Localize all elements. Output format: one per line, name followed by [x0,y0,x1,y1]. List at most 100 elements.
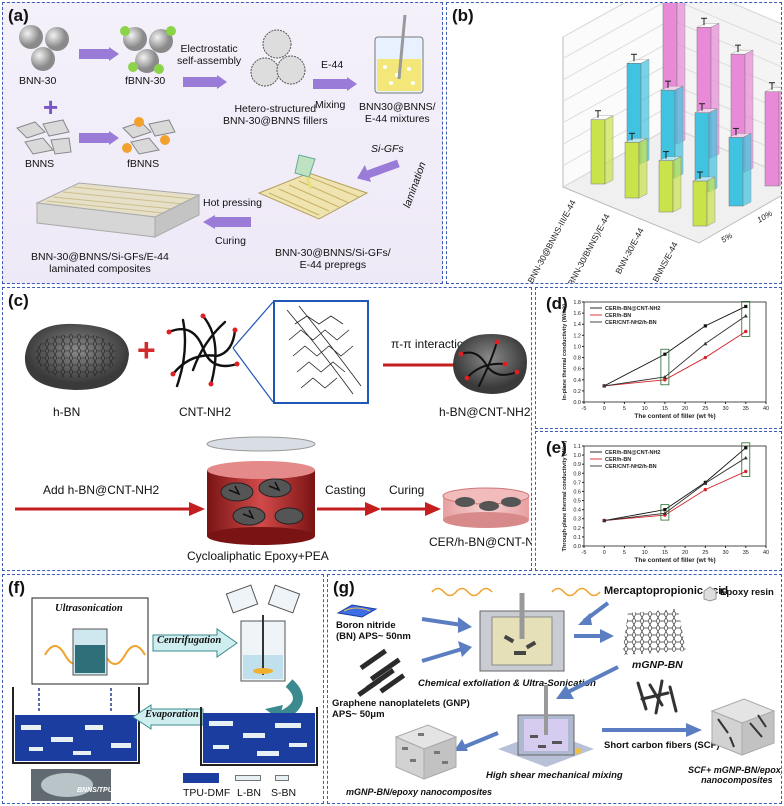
prepregs-icon [257,154,369,220]
gnp-stack-icon [357,648,406,697]
chart-b-bar [590,119,606,185]
bn-powder-icon [336,604,378,618]
arrow-6-icon [203,215,251,229]
chart-e-ytick-label: 0.9 [573,462,581,468]
chart-d-point [744,329,748,334]
centrifuge-arrow-icon [152,628,238,658]
chart-e-xlabel: The content of filler (wt %) [634,557,715,564]
chart-e-point [743,455,748,460]
chart-e-ytick-label: 1.1 [573,444,581,450]
bn-label: Boron nitride (BN) APS~ 50nm [336,620,411,642]
chart-e-point [663,508,667,512]
mgnp-label: mGNP-BN [632,659,683,671]
sigfs-label: Si-GFs [371,143,404,155]
chart-e-ytick-label: 1.0 [573,453,581,459]
chart-e-legend-label: CER/h-BN@CNT-NH2 [605,450,660,456]
chart-d-xtick-label: 35 [743,406,749,412]
scf-label: Short carbon fibers (SCF) [604,740,720,751]
chart-e-ytick-label: 0.7 [573,480,581,486]
centrifugation-label: Centrifugation [157,635,222,646]
final-label: CER/h-BN@CNT-NH2 [429,535,531,549]
nano2-block-icon [710,698,776,756]
chart-b-bar-top [624,138,648,143]
cnt-tangle-icon [166,313,240,388]
chart-e-xtick-label: 15 [662,550,668,556]
legend-sbn-label: S-BN [271,787,297,799]
evaporation-right-tray [200,707,318,766]
chart-d-point [662,375,667,379]
chart-e-xtick-label: 25 [702,550,708,556]
chart-b-category-label: (BNN-30/BNNS)/E-44 [564,212,612,284]
chart-b-depth-tick: 5% [720,231,735,245]
fbnns-sheets [122,117,176,155]
chart-b-bar-top [764,87,781,92]
curing-a-label: Curing [215,235,246,247]
chart-d-legend-label: CER/h-BN@CNT-NH2 [605,306,660,312]
chart-b-bar-side [778,90,781,187]
chart-e-ytick-label: 0.5 [573,499,581,505]
chart-b-3d-bar: 0.00.10.20.30.40.50.60.7TC(W/mK)BNN-30@B… [525,3,781,284]
chart-d-xtick-label: 40 [763,406,769,412]
chart-d-ytick-label: 0.8 [573,356,581,362]
chart-e-xtick-label: 0 [603,550,606,556]
chart-d-xtick-label: 10 [642,406,648,412]
arrow-2-icon [79,131,119,145]
chart-d-point [743,313,748,318]
casting-label: Casting [325,483,366,497]
nano1-label: mGNP-BN/epoxy nanocomposites [346,787,493,797]
nano1-block-icon [394,724,458,780]
legend-lbn-swatch [235,775,261,781]
chart-e-xtick-label: 40 [763,550,769,556]
bnns-label: BNNS [25,158,55,170]
ultrasonication-box [31,597,149,685]
panel-b-label: (b) [452,6,474,25]
chart-e-ylabel: Through-plane thermal conductivity (W/m) [562,441,568,552]
exfoliation-vessel-icon [479,593,565,672]
chart-e-legend-label: CER/h-BN [605,457,631,463]
chart-b-gridline [680,3,781,46]
laminated-label: BNN-30@BNNS/Si-GFs/E-44 laminated compos… [31,251,169,276]
chart-e-series-line [604,457,747,521]
chart-d-ytick-label: 1.0 [573,344,581,350]
mgnp-to-shear-arrow-icon [556,665,619,699]
shear-to-nano1-arrow-icon [454,731,499,751]
bnn30-label: BNN-30 [19,75,57,87]
chart-d-ytick-label: 0.0 [573,400,581,406]
chart-b-gridline [562,126,672,188]
hot-pressing-label: Hot pressing [203,197,262,209]
epoxy-beaker-icon [206,436,316,545]
final-dish-icon [442,487,530,528]
chart-d-xtick-label: 30 [722,406,728,412]
chart-d-xtick-label: 20 [682,406,688,412]
chart-d-xtick-label: -5 [582,406,587,412]
epoxy-resin-label: Epoxy resin [720,587,774,598]
legend-lbn-label: L-BN [237,787,261,799]
add-arrow-icon [15,502,205,516]
casting-arrow-icon [317,502,381,516]
chart-d-xtick-label: 5 [623,406,626,412]
chart-b-gridline [670,19,781,68]
chart-e-ytick-label: 0.2 [573,526,581,532]
chart-b-bar-top [626,59,650,64]
chart-e-ytick-label: 0.4 [573,508,581,514]
chart-b-gridline [562,62,672,124]
evaporation-left-tray [12,687,140,764]
chart-d-series-line [604,315,747,387]
chart-e-highlight-box [741,442,751,477]
scf-fibers-icon [636,679,678,715]
gnp-label: Graphene nanoplatelets (GNP) APS~ 50μm [332,698,470,720]
chart-d-point [744,304,748,309]
prepregs-label: BNN-30@BNNS/Si-GFs/ E-44 prepregs [275,247,391,272]
chart-b-bar-top [658,156,682,161]
bnns-sheets [16,119,72,155]
chart-d-ytick-label: 0.4 [573,378,581,384]
fbnns-label: fBNNS [127,158,160,170]
chart-d-ylabel: In-plane thermal conductivity (W/mk) [562,304,568,400]
chart-d-legend-label: CER/h-BN [605,313,631,319]
chart-d-xtick-label: 15 [662,406,668,412]
hbn-sheet-icon [24,323,129,390]
chart-e-ytick-label: 0.0 [573,544,581,550]
fbnn30-spheres [120,26,176,74]
vessel-to-mgnp-arrow-icon [574,629,614,643]
chart-e-point [602,518,607,523]
